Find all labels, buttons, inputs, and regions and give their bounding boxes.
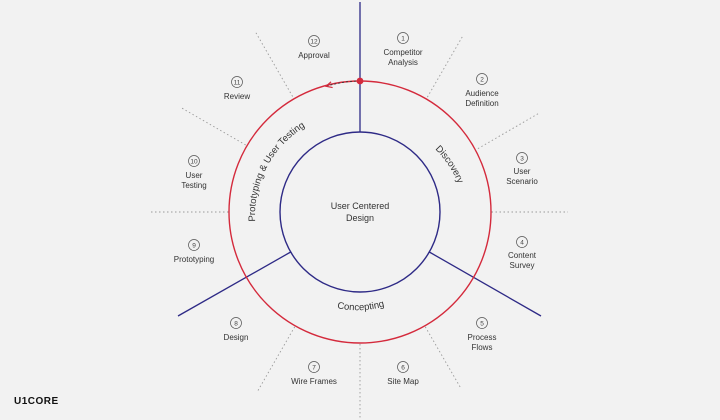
step-2-number: 2 bbox=[480, 76, 484, 83]
step-10-number-badge bbox=[188, 155, 200, 167]
phase-dividers bbox=[177, 2, 542, 317]
step-11: 11 Review bbox=[224, 76, 250, 101]
step-6-number: 6 bbox=[401, 364, 405, 371]
step-5: 5 Process Flows bbox=[468, 317, 497, 352]
step-7-label-line1: Wire Frames bbox=[291, 377, 337, 386]
step-10-number: 10 bbox=[190, 158, 198, 165]
step-4-number: 4 bbox=[520, 239, 524, 246]
step-9: 9 Prototyping bbox=[174, 239, 214, 264]
spoke-4 bbox=[424, 326, 462, 389]
step-12-label-line1: Approval bbox=[298, 51, 330, 60]
step-10-label-line1: User bbox=[186, 171, 203, 180]
step-7-number: 7 bbox=[312, 364, 316, 371]
step-12-number-badge bbox=[308, 35, 320, 47]
dotted-spokes bbox=[150, 31, 568, 420]
step-1-label-line2: Analysis bbox=[388, 58, 418, 67]
phase-concepting-label: Concepting bbox=[336, 299, 385, 314]
step-11-number-badge bbox=[231, 76, 243, 88]
phase-discovery-text: Discovery bbox=[433, 144, 466, 186]
center-title-line1: User Centered bbox=[331, 201, 390, 211]
center-title-line2: Design bbox=[346, 213, 374, 223]
step-4: 4 Content Survey bbox=[508, 236, 537, 270]
step-9-number: 9 bbox=[192, 242, 196, 249]
step-3-number: 3 bbox=[520, 155, 524, 162]
step-3-label-line2: Scenario bbox=[506, 177, 538, 186]
step-4-label-line1: Content bbox=[508, 251, 537, 260]
brand-logo: U1CORE bbox=[14, 396, 59, 407]
step-2-label-line1: Audience bbox=[465, 89, 499, 98]
inner-ring bbox=[279, 131, 441, 293]
step-3: 3 User Scenario bbox=[506, 152, 538, 186]
step-4-number-badge bbox=[516, 236, 528, 248]
divider-left bbox=[177, 251, 292, 317]
step-1-label-line1: Competitor bbox=[383, 48, 422, 57]
step-4-label-line2: Survey bbox=[510, 261, 535, 270]
step-10-label-line2: Testing bbox=[181, 181, 206, 190]
step-3-number-badge bbox=[516, 152, 528, 164]
spoke-6 bbox=[257, 326, 296, 391]
step-2-label-line2: Definition bbox=[465, 99, 498, 108]
step-1-number: 1 bbox=[401, 35, 405, 42]
step-6-number-badge bbox=[397, 361, 409, 373]
spoke-9 bbox=[255, 31, 293, 97]
divider-right bbox=[428, 251, 542, 317]
step-11-label-line1: Review bbox=[224, 92, 250, 101]
phase-discovery-label: Discovery bbox=[433, 144, 466, 186]
step-5-number: 5 bbox=[480, 320, 484, 327]
step-5-label-line1: Process bbox=[468, 333, 497, 342]
step-9-number-badge bbox=[188, 239, 200, 251]
step-7-number-badge bbox=[308, 361, 320, 373]
step-8-number: 8 bbox=[234, 320, 238, 327]
step-7: 7 Wire Frames bbox=[291, 361, 337, 386]
step-5-label-line2: Flows bbox=[472, 343, 493, 352]
spoke-2 bbox=[477, 112, 540, 149]
phase-concepting-text: Concepting bbox=[336, 299, 385, 314]
step-8-number-badge bbox=[230, 317, 242, 329]
phase-prototyping-label: Prototyping & User Testing bbox=[247, 120, 307, 222]
step-10: 10 User Testing bbox=[181, 155, 207, 190]
step-3-label-line1: User bbox=[514, 167, 531, 176]
step-12: 12 Approval bbox=[298, 35, 330, 60]
step-5-number-badge bbox=[476, 317, 488, 329]
step-6: 6 Site Map bbox=[387, 361, 419, 386]
phase-prototyping-text: Prototyping & User Testing bbox=[247, 120, 307, 222]
step-1-number-badge bbox=[397, 32, 409, 44]
step-8-label-line1: Design bbox=[224, 333, 249, 342]
step-6-label-line1: Site Map bbox=[387, 377, 419, 386]
spoke-1 bbox=[427, 35, 464, 98]
step-1: 1 Competitor Analysis bbox=[383, 32, 423, 67]
spoke-8 bbox=[179, 106, 246, 146]
step-11-number: 11 bbox=[234, 79, 241, 86]
step-9-label-line1: Prototyping bbox=[174, 255, 214, 264]
cycle-start-dot bbox=[356, 77, 364, 85]
step-2: 2 Audience Definition bbox=[465, 73, 499, 108]
step-2-number-badge bbox=[476, 73, 488, 85]
cycle-arrow bbox=[327, 80, 361, 86]
step-8: 8 Design bbox=[224, 317, 249, 342]
step-12-number: 12 bbox=[310, 38, 318, 45]
